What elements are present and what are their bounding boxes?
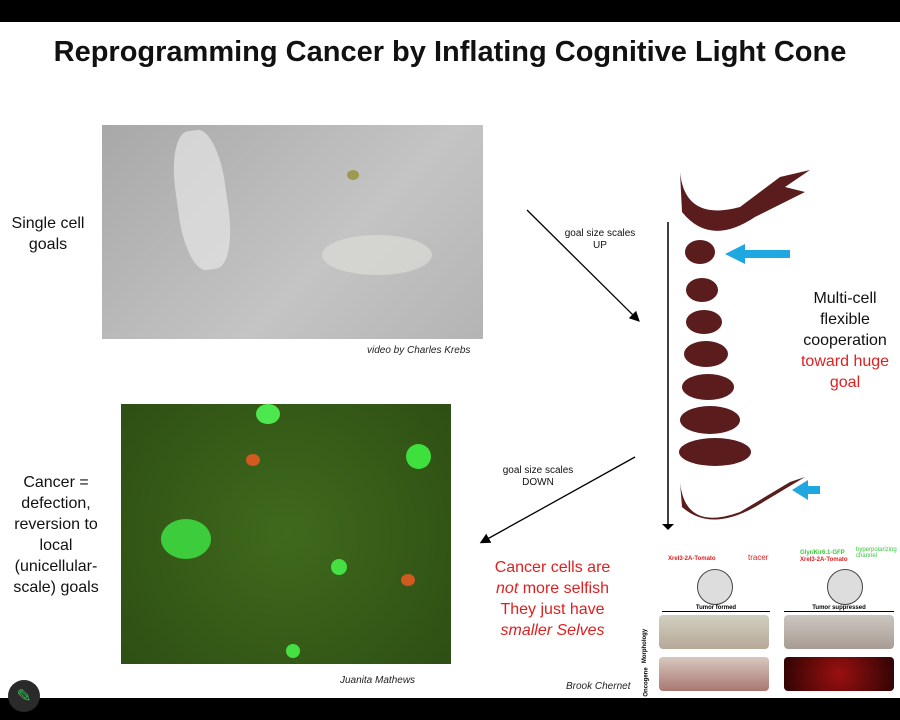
microscopy-video[interactable] bbox=[102, 125, 483, 339]
tumor-suppressed: Tumor suppressed bbox=[784, 605, 894, 612]
blue-arrow-icon bbox=[725, 244, 790, 264]
cc-line3: They just have bbox=[500, 601, 605, 618]
cc-line2: more selfish bbox=[518, 580, 609, 597]
row-morphology: Morphology bbox=[642, 628, 649, 664]
tumor-figure: Xrel3-2A-Tomato tracer Glyr/Kir6.1-GFP X… bbox=[642, 547, 900, 697]
limb-regeneration-sequence bbox=[662, 170, 820, 530]
construct-right-red: Xrel3-2A-Tomato bbox=[800, 557, 848, 563]
tracer-label: tracer bbox=[748, 553, 769, 562]
multi-cell-text: Multi-cell flexible cooperation bbox=[803, 290, 887, 349]
cc-line4: smaller Selves bbox=[500, 622, 605, 639]
construct-left: Xrel3-2A-Tomato bbox=[668, 556, 716, 562]
green-note: hyperpolarizing channel bbox=[856, 547, 897, 559]
cc-line1: Cancer cells are bbox=[494, 559, 611, 576]
row-oncogene: Oncogene bbox=[643, 667, 650, 697]
single-cell-label: Single cell goals bbox=[11, 215, 85, 253]
limb-adult bbox=[680, 170, 810, 231]
multi-cell-label: Multi-cell flexible cooperation toward h… bbox=[795, 288, 895, 393]
brook-credit: Brook Chernet bbox=[566, 681, 631, 692]
pencil-edit-icon[interactable]: ✎ bbox=[8, 680, 40, 712]
video-credit: video by Charles Krebs bbox=[367, 345, 471, 356]
cancer-defection-label: Cancer = defection, reversion to local (… bbox=[13, 474, 99, 596]
fluorescence-image bbox=[121, 404, 451, 664]
tumor-formed: Tumor formed bbox=[662, 605, 770, 612]
slide-title: Reprogramming Cancer by Inflating Cognit… bbox=[53, 36, 847, 68]
huge-goal-text: toward huge goal bbox=[800, 353, 890, 391]
blue-arrow-icon bbox=[792, 480, 820, 500]
arrow-down-diagonal bbox=[479, 456, 636, 544]
goal-up-label: goal size scales UP bbox=[564, 228, 636, 251]
scale-arrows bbox=[479, 209, 640, 544]
goal-down-label: goal size scales DOWN bbox=[502, 465, 574, 488]
arrow-up-diagonal bbox=[526, 209, 640, 322]
slide: Reprogramming Cancer by Inflating Cognit… bbox=[0, 22, 900, 698]
cancer-cells-label: Cancer cells are not more selfish They j… bbox=[480, 557, 625, 641]
construct-right-green: Glyr/Kir6.1-GFP bbox=[800, 550, 845, 556]
cc-not: not bbox=[496, 580, 519, 597]
fluor-credit: Juanita Mathews bbox=[340, 675, 416, 686]
